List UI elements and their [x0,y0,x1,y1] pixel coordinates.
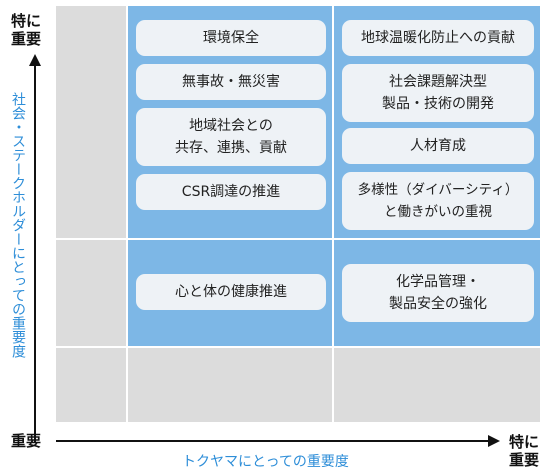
item-label: 地域社会との 共存、連携、貢献 [175,118,287,156]
cell-low-high [56,6,126,238]
item-label: 人材育成 [410,138,466,154]
item-social-solution-products: 社会課題解決型 製品・技術の開発 [342,64,534,122]
cell-low-mid [56,240,126,346]
materiality-matrix: 環境保全 無事故・無災害 地域社会との 共存、連携、貢献 CSR調達の推進 心と… [56,6,540,422]
origin-label: 重要 [10,432,41,450]
item-community-coexistence: 地域社会との 共存、連携、貢献 [136,108,326,166]
item-label: 地球温暖化防止への貢献 [361,30,515,46]
x-axis-arrow-icon [488,435,500,447]
item-global-warming-prevention: 地球温暖化防止への貢献 [342,20,534,56]
item-label: 環境保全 [203,30,259,46]
y-axis-arrow-icon [29,54,41,66]
cell-mid-low [128,348,332,422]
y-axis-line [34,64,36,442]
cell-low-low [56,348,126,422]
item-zero-accidents: 無事故・無災害 [136,64,326,100]
item-label: 多様性（ダイバーシティ） と働きがいの重視 [357,182,519,220]
item-label: CSR調達の推進 [181,184,281,200]
item-human-resources: 人材育成 [342,128,534,164]
item-label: 心と体の健康推進 [175,284,287,300]
x-axis-line [56,440,488,442]
item-label: 社会課題解決型 製品・技術の開発 [382,74,494,112]
x-axis-high-label: 特に 重要 [508,433,539,469]
item-label: 化学品管理・ 製品安全の強化 [389,274,487,312]
item-csr-procurement: CSR調達の推進 [136,174,326,210]
y-axis-high-label: 特に 重要 [10,12,41,48]
item-health-promotion: 心と体の健康推進 [136,274,326,310]
cell-high-low [334,348,540,422]
x-axis-title: トクヤマにとっての重要度 [182,454,349,470]
y-axis-title: 社会・ステークホルダーにとっての重要度 [10,92,26,358]
item-label: 無事故・無災害 [182,74,280,90]
item-environmental-conservation: 環境保全 [136,20,326,56]
item-chemical-management: 化学品管理・ 製品安全の強化 [342,264,534,322]
item-diversity-worklife: 多様性（ダイバーシティ） と働きがいの重視 [342,172,534,230]
